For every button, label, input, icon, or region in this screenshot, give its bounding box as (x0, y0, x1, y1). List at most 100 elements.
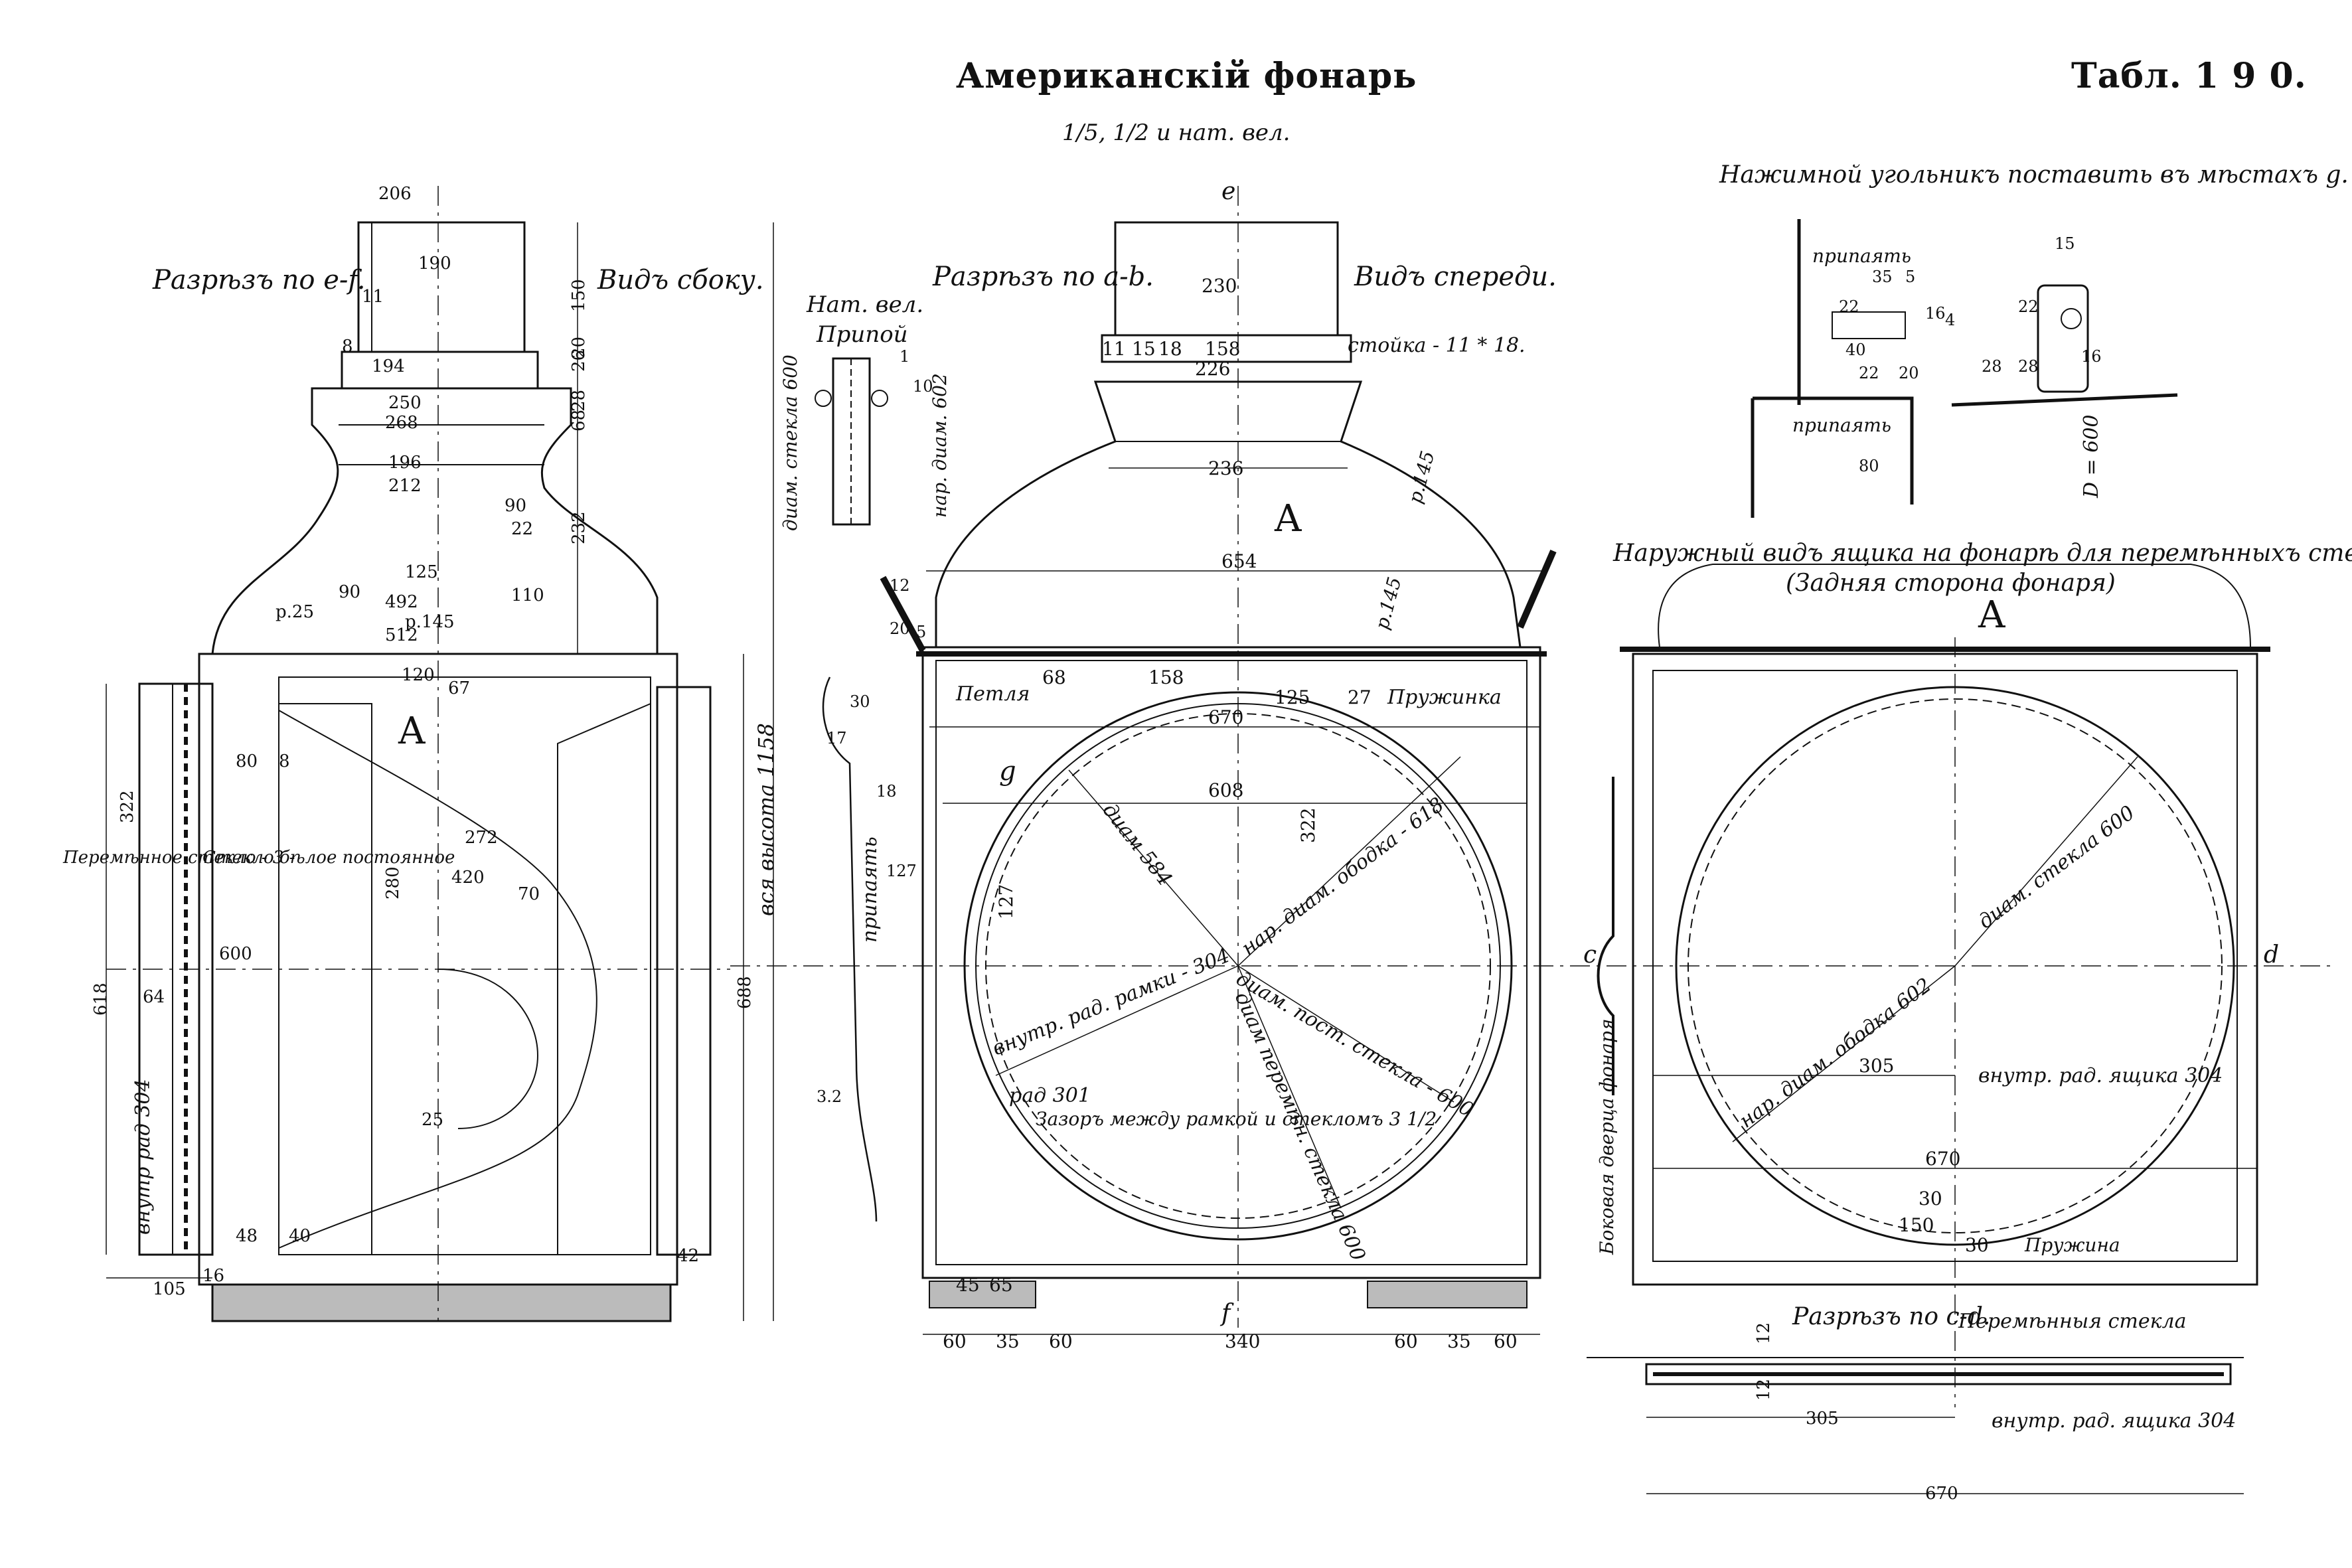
front-dim-9: 158 (1148, 666, 1184, 688)
side-dim-29: 280 (383, 866, 403, 900)
side-dim-12: 196 (388, 453, 422, 473)
side-inner-box (278, 676, 651, 1255)
side-dim-15: 90 (339, 582, 360, 602)
side-dim-20: 90 (505, 496, 526, 516)
front-dim-16: 45 (956, 1274, 980, 1296)
back-dim-0: 305 (1859, 1055, 1894, 1077)
back-dim-4: 30 (1965, 1234, 1989, 1256)
back-side-latch (1597, 777, 1614, 1095)
side-dim-32: 618 (91, 982, 111, 1016)
detail-label-glass: диам. стекла 600 (779, 354, 801, 531)
section-cd (1587, 1357, 2244, 1494)
side-label-fixed: Стекло бѣлое постоянное (202, 848, 455, 868)
side-dim-24: 80 (236, 751, 258, 771)
front-body (921, 646, 1541, 1279)
side-dim-28: 420 (451, 868, 485, 888)
front-letter-e: e (1221, 178, 1235, 205)
front-foot-right (1367, 1281, 1528, 1308)
front-dim-14: 322 (1297, 808, 1319, 843)
back-label-glass: диам. стекла 600 (1974, 801, 2140, 933)
cd-dim-3: 670 (1925, 1484, 1958, 1504)
angle-d600: D = 600 (2080, 414, 2103, 499)
side-reflector-line (279, 703, 651, 1255)
side-dim-39: 16 (202, 1266, 224, 1286)
overall-height-label: вся высота 1158 (753, 723, 779, 916)
front-dim-21: 340 (1225, 1330, 1260, 1352)
back-letter-c: c (1583, 941, 1597, 969)
side-caption-right: Видъ сбоку. (597, 265, 764, 295)
angle-dim-10: 22 (2018, 297, 2039, 316)
back-radius-1 (1954, 756, 2138, 967)
front-label-rim618: нар. диам. ободка - 618 (1237, 793, 1449, 961)
side-dim-14: 232 (569, 511, 589, 544)
side-dim-2: 11 (362, 287, 384, 307)
cd-dim-1: 12 (1754, 1379, 1774, 1401)
detail-dim-7: 18 (876, 782, 897, 801)
side-dim-26: 322 (118, 790, 137, 823)
table-number: Табл. 1 9 0. (2071, 56, 2307, 96)
front-label-r145b: р.145 (1371, 575, 1406, 632)
back-box (1652, 670, 2238, 1262)
front-dim-12: 670 (1208, 706, 1243, 728)
detail-caption-1: Нат. вел. (806, 291, 923, 318)
angle-dim-6: 20 (1899, 364, 1919, 382)
detail-dim-6: 17 (826, 729, 847, 747)
front-label-inner304: внутр. рад. рамки - 304 (989, 944, 1233, 1061)
front-radius-2 (1237, 756, 1461, 967)
angle-dim-9: 15 (2055, 234, 2075, 253)
back-dim-1: 670 (1925, 1148, 1960, 1170)
small-detail (815, 357, 888, 1222)
front-letter-a: A (1274, 497, 1302, 540)
side-caption-left: Разрѣзъ по e-f. (152, 265, 366, 295)
front-dim-19: 35 (996, 1330, 1020, 1352)
angle-dim-2: 22 (1839, 297, 1859, 316)
front-dim-5: 226 (1195, 358, 1230, 380)
front-label-r145a: р.145 (1404, 449, 1439, 506)
cd-dim-2: 305 (1806, 1409, 1839, 1429)
front-dim-6: 236 (1208, 457, 1243, 479)
angle-plate (1951, 393, 2178, 407)
angle-dim-8: 4 (1945, 311, 1955, 329)
front-dim-22: 60 (1394, 1330, 1418, 1352)
angle-dim-11: 16 (2081, 347, 2102, 366)
back-dim-3: 150 (1899, 1214, 1934, 1236)
side-dim-23: 67 (448, 678, 470, 698)
side-dim-34: 688 (735, 976, 755, 1009)
back-radius-2 (1732, 965, 1956, 1142)
front-radius-1 (1068, 769, 1239, 967)
side-dim-35: 25 (422, 1110, 443, 1130)
angle-caption: Нажимной угольникъ поставить въ мѣстахъ … (1719, 161, 2349, 189)
detail-dim-9: 3.2 (817, 1087, 842, 1106)
detail-dim-1: 1 (900, 347, 909, 366)
side-dim-4: 150 (569, 279, 589, 312)
detail-caption-2: Припой (816, 321, 908, 348)
front-label-dia584: диам 584 (1098, 799, 1177, 890)
back-lens-inner (1687, 698, 2223, 1233)
side-dim-36: 48 (236, 1226, 258, 1246)
front-dim-24: 60 (1494, 1330, 1518, 1352)
side-dim-37: 40 (289, 1226, 311, 1246)
front-letter-f: f (1219, 1300, 1234, 1327)
detail-dim-0: 10 (913, 377, 933, 396)
front-dim-17: 65 (989, 1274, 1013, 1296)
front-radius-4 (1237, 965, 1342, 1209)
angle-dim-3: 40 (1845, 341, 1866, 359)
cd-dim-0: 12 (1754, 1322, 1774, 1344)
angle-dim-12: 28 (2018, 357, 2039, 376)
front-dim-23: 35 (1447, 1330, 1471, 1352)
front-letter-g1: g (999, 756, 1016, 787)
back-label-rim: нар. диам. ободка 602 (1735, 974, 1936, 1133)
angle-dim-4: 16 (1925, 304, 1946, 323)
side-dim-18: 110 (511, 586, 544, 605)
front-dim-4: 158 (1205, 338, 1240, 360)
side-dim-10: 250 (388, 393, 422, 413)
angle-dim-7: 28 (1982, 357, 2002, 376)
page-title: Американскiй фонарь (956, 56, 1417, 96)
front-dim-20: 60 (1049, 1330, 1073, 1352)
angle-dim-1: 5 (1905, 268, 1915, 286)
angle-dim-13: 80 (1859, 457, 1879, 475)
angle-floor (1751, 396, 1914, 518)
side-dim-22: 120 (402, 665, 435, 685)
